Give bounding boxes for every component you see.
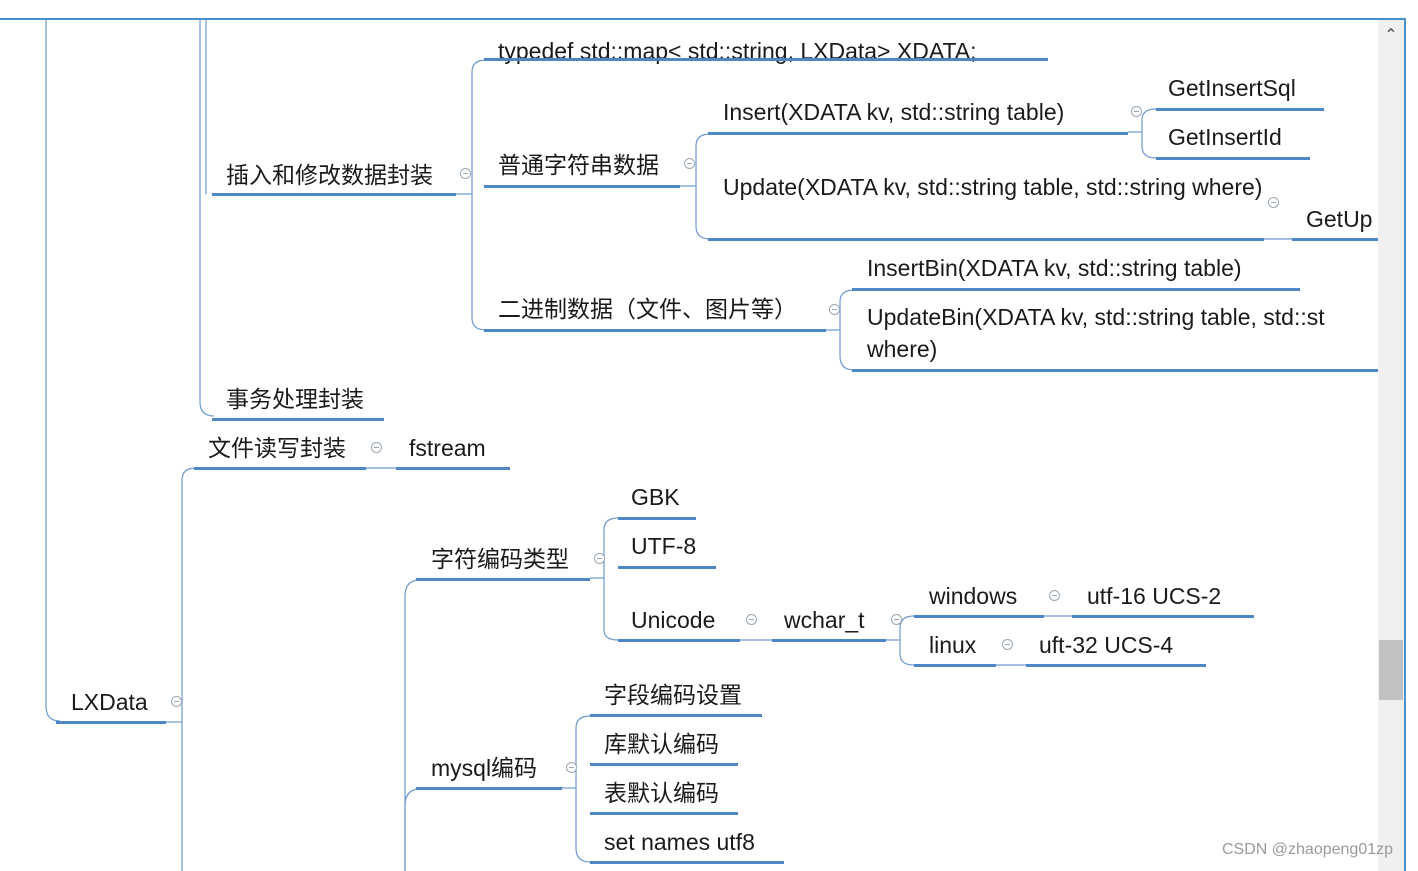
branch-underline: [772, 639, 886, 642]
connector: [899, 640, 915, 666]
collapse-toggle-icon[interactable]: [1268, 197, 1279, 208]
branch-underline: [708, 238, 1264, 241]
window-right-border: [1404, 18, 1406, 871]
collapse-toggle-icon[interactable]: [566, 762, 577, 773]
branch-underline: [618, 517, 696, 520]
connector: [695, 186, 711, 240]
branch-underline: [590, 861, 784, 864]
node-mysql-encoding[interactable]: mysql编码: [431, 755, 538, 781]
connector: [45, 20, 61, 722]
branch-underline: [590, 763, 738, 766]
node-windows[interactable]: windows: [929, 583, 1018, 609]
node-utf32[interactable]: uft-32 UCS-4: [1039, 632, 1174, 658]
node-wchar[interactable]: wchar_t: [784, 607, 865, 633]
node-update-bin[interactable]: UpdateBin(XDATA kv, std::string table, s…: [867, 304, 1325, 362]
connector: [839, 330, 855, 371]
branch-underline: [1072, 615, 1254, 618]
branch-underline: [56, 721, 166, 724]
connector: [199, 20, 215, 417]
connector: [404, 579, 421, 871]
node-set-names[interactable]: set names utf8: [604, 829, 755, 855]
branch-underline: [194, 467, 366, 470]
scroll-up-arrow-icon[interactable]: ⌃: [1384, 27, 1398, 44]
branch-underline: [1156, 108, 1324, 111]
branch-underline: [212, 193, 456, 196]
branch-underline: [484, 185, 680, 188]
collapse-toggle-icon[interactable]: [1049, 590, 1060, 601]
connector: [603, 517, 619, 578]
branch-underline: [1292, 238, 1378, 241]
connector: [404, 788, 421, 871]
node-typedef[interactable]: typedef std::map< std::string, LXData> X…: [498, 38, 977, 64]
node-file-rw[interactable]: 文件读写封装: [208, 435, 346, 461]
collapse-toggle-icon[interactable]: [746, 614, 757, 625]
node-charset-type[interactable]: 字符编码类型: [431, 546, 569, 572]
branch-underline: [484, 58, 1048, 61]
node-insert-bin[interactable]: InsertBin(XDATA kv, std::string table): [867, 255, 1242, 281]
node-insert-update[interactable]: 插入和修改数据封装: [226, 162, 433, 188]
collapse-toggle-icon[interactable]: [1131, 106, 1142, 117]
scroll-thumb[interactable]: [1379, 640, 1403, 700]
node-utf16[interactable]: utf-16 UCS-2: [1087, 583, 1222, 609]
branch-underline: [416, 578, 590, 581]
branch-underline: [484, 329, 826, 332]
node-table-enc[interactable]: 表默认编码: [604, 780, 719, 806]
branch-underline: [212, 418, 384, 421]
watermark: CSDN @zhaopeng01zp: [1222, 841, 1394, 858]
node-utf8[interactable]: UTF-8: [631, 533, 697, 559]
node-normal-string[interactable]: 普通字符串数据: [498, 152, 659, 178]
branch-underline: [618, 566, 716, 569]
connector: [181, 467, 197, 722]
mindmap-canvas[interactable]: typedef std::map< std::string, LXData> X…: [0, 20, 1378, 871]
connector: [695, 133, 711, 186]
collapse-toggle-icon[interactable]: [684, 158, 695, 169]
connector: [603, 578, 619, 641]
node-db-enc[interactable]: 库默认编码: [604, 731, 719, 757]
collapse-toggle-icon[interactable]: [891, 614, 902, 625]
connector: [575, 715, 591, 788]
collapse-toggle-icon[interactable]: [171, 696, 182, 707]
node-get-update[interactable]: GetUp: [1306, 206, 1373, 232]
node-gbk[interactable]: GBK: [631, 484, 680, 510]
branch-underline: [396, 467, 510, 470]
connector: [1141, 132, 1157, 159]
node-field-enc[interactable]: 字段编码设置: [604, 682, 742, 708]
connector: [839, 289, 855, 330]
collapse-toggle-icon[interactable]: [594, 553, 605, 564]
branch-underline: [590, 714, 762, 717]
collapse-toggle-icon[interactable]: [1002, 639, 1013, 650]
vertical-scrollbar[interactable]: ⌃: [1378, 20, 1404, 871]
collapse-toggle-icon[interactable]: [829, 304, 840, 315]
connector: [471, 194, 487, 331]
branch-underline: [416, 787, 562, 790]
connector: [1141, 108, 1157, 132]
node-update-fn[interactable]: Update(XDATA kv, std::string table, std:…: [723, 174, 1263, 200]
branch-underline: [708, 132, 1128, 135]
connector-lines: [45, 20, 1292, 871]
node-root-lxdata[interactable]: LXData: [71, 689, 148, 715]
node-linux[interactable]: linux: [929, 632, 977, 658]
connector: [899, 615, 915, 640]
branch-underline: [914, 664, 996, 667]
branch-underline: [590, 812, 738, 815]
node-transaction[interactable]: 事务处理封装: [226, 386, 364, 412]
connector: [575, 788, 591, 863]
branch-underline: [914, 615, 1044, 618]
node-binary[interactable]: 二进制数据（文件、图片等）: [498, 296, 797, 322]
branch-underline: [1026, 664, 1206, 667]
collapse-toggle-icon[interactable]: [371, 442, 382, 453]
node-get-insert-id[interactable]: GetInsertId: [1168, 124, 1282, 150]
node-insert-fn[interactable]: Insert(XDATA kv, std::string table): [723, 99, 1065, 125]
node-get-insert-sql[interactable]: GetInsertSql: [1168, 75, 1296, 101]
window-top-border: [0, 18, 1406, 20]
branch-underline: [852, 369, 1378, 372]
node-unicode[interactable]: Unicode: [631, 607, 716, 633]
node-fstream[interactable]: fstream: [409, 435, 486, 461]
branch-underline: [1156, 157, 1310, 160]
collapse-toggle-icon[interactable]: [460, 168, 471, 179]
branch-underline: [618, 639, 740, 642]
branch-underline: [852, 288, 1300, 291]
connector: [471, 59, 487, 194]
